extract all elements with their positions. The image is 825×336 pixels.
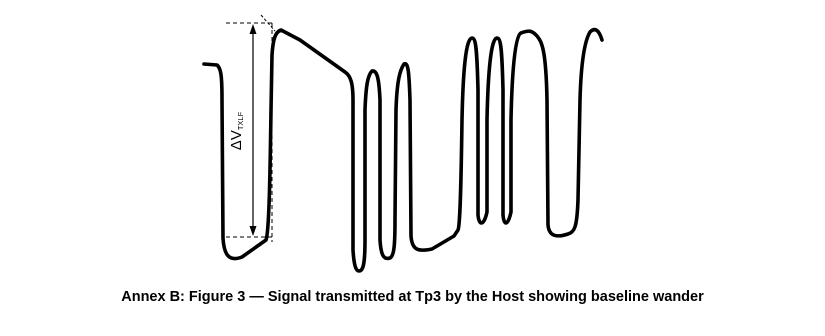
delta-v-label: ΔVTXLF (228, 111, 245, 150)
arrow-up-head-icon (249, 24, 257, 34)
slope-reference-line (260, 14, 276, 32)
arrow-down-head-icon (249, 226, 257, 236)
figure-caption: Annex B: Figure 3 — Signal transmitted a… (121, 289, 704, 305)
signal-waveform (202, 27, 604, 273)
